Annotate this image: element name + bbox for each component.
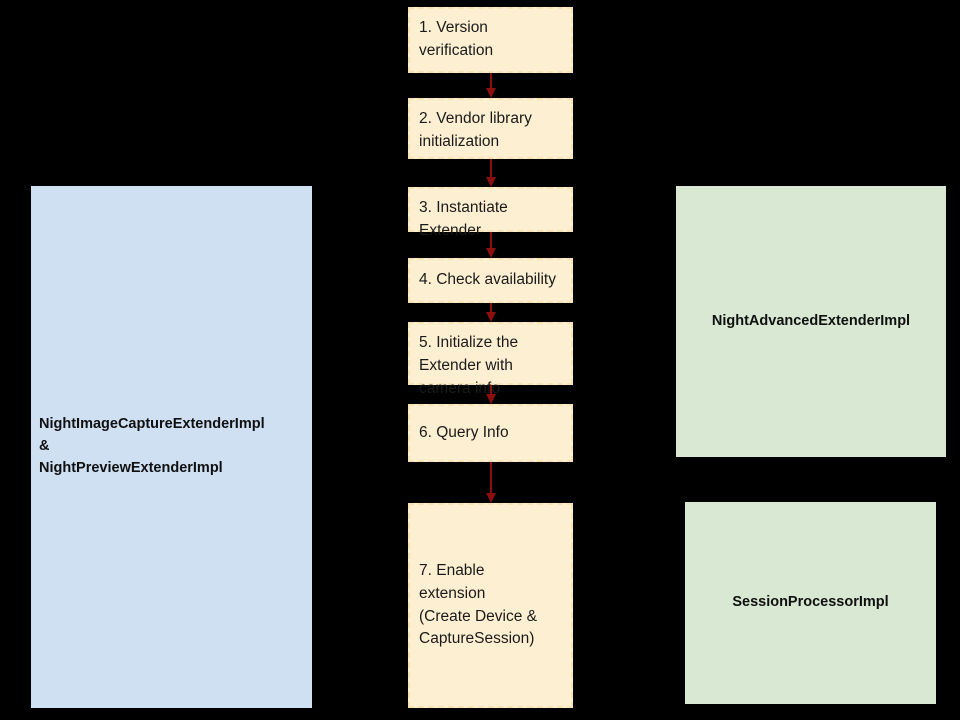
connector-step1-step2 [490,73,492,89]
connector-step5-step6 [490,385,492,395]
node-label: 3. Instantiate Extender [419,199,508,239]
connector-step6-step7 [490,462,492,494]
node-step-4[interactable]: 4. Check availability [408,258,573,303]
node-label: SessionProcessorImpl [732,594,889,611]
node-step-5[interactable]: 5. Initialize the Extender with camera i… [408,322,573,397]
node-step-6[interactable]: 6. Query Info [408,404,573,462]
node-step-7[interactable]: 7. Enable extension (Create Device & Cap… [408,503,573,708]
node-label: 1. Version verification [419,19,494,59]
node-label: NightAdvancedExtenderImpl [711,312,911,329]
node-step-2[interactable]: 2. Vendor library initialization [408,98,573,159]
connector-step4-step5 [490,303,492,313]
connector-step2-step3 [490,159,492,178]
node-label: 7. Enable extension (Create Device & Cap… [419,561,538,648]
node-night-basic-extenders[interactable]: NightImageCaptureExtenderImpl & NightPre… [31,186,312,708]
node-night-advanced-extender[interactable]: NightAdvancedExtenderImpl [676,186,946,457]
node-session-processor[interactable]: SessionProcessorImpl [685,502,936,704]
node-label: 5. Initialize the Extender with camera i… [419,334,519,397]
connector-step3-step4 [490,232,492,249]
node-label: 4. Check availability [419,271,556,289]
node-label: 2. Vendor library initialization [419,110,532,150]
node-label: NightImageCaptureExtenderImpl & NightPre… [39,416,265,476]
node-step-1[interactable]: 1. Version verification [408,7,573,73]
node-label: 6. Query Info [419,423,509,441]
node-step-3[interactable]: 3. Instantiate Extender [408,187,573,239]
